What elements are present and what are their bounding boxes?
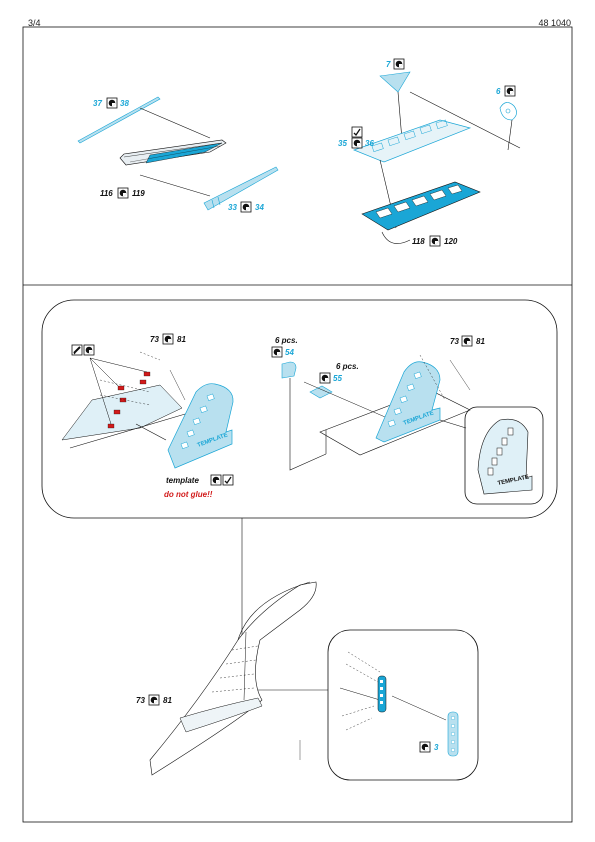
callout-33: 33 (228, 203, 237, 212)
etch-part-icon (419, 741, 431, 753)
template-part-zoom: TEMPLATE (477, 418, 533, 495)
detail-zoom-inset-bottom (327, 629, 479, 781)
qty-55: 6 pcs. (336, 362, 359, 371)
callout-6: 6 (496, 87, 501, 96)
callout-73-right: 73 (450, 337, 459, 346)
etch-part-icon (210, 474, 222, 486)
part-55-shape (309, 385, 333, 399)
callout-37: 37 (93, 99, 102, 108)
callout-116: 116 (100, 189, 113, 198)
etch-part-icon (393, 58, 405, 70)
callout-81-left: 81 (177, 335, 186, 344)
template-part-left: TEMPLATE (167, 383, 234, 469)
callout-7: 7 (386, 60, 391, 69)
etch-part-icon (461, 335, 473, 347)
callout-119: 119 (132, 189, 145, 198)
callout-36: 36 (365, 139, 374, 148)
callout-118: 118 (412, 237, 425, 246)
callout-81-bottom: 81 (163, 696, 172, 705)
catalog-number: 48 1040 (538, 18, 571, 28)
etch-part-icon (429, 235, 441, 247)
fuselage-fin-assembly (149, 581, 328, 776)
callout-38: 38 (120, 99, 129, 108)
callout-54: 54 (285, 348, 294, 357)
etch-part-icon (271, 346, 283, 358)
do-not-glue-warning: do not glue!! (164, 490, 213, 499)
etch-part-icon (117, 187, 129, 199)
vertical-fin-right: TEMPLATE (289, 354, 471, 471)
part-54-shape (281, 361, 297, 379)
callout-73-bottom: 73 (136, 696, 145, 705)
bottom-inset-content (339, 651, 459, 757)
callout-3: 3 (434, 743, 439, 752)
fold-icon (222, 474, 234, 486)
paint-brush-icon (71, 344, 83, 356)
etch-part-icon (83, 344, 95, 356)
etch-part-icon (319, 372, 331, 384)
callout-34: 34 (255, 203, 264, 212)
top-right-assembly (353, 71, 521, 244)
vertical-fin-left (61, 351, 193, 449)
qty-54: 6 pcs. (275, 336, 298, 345)
etch-part-icon (148, 694, 160, 706)
etch-part-icon (106, 97, 118, 109)
etch-part-icon (504, 85, 516, 97)
detail-panel-rounded (41, 299, 558, 519)
top-left-assembly (77, 96, 279, 211)
callout-55: 55 (333, 374, 342, 383)
etch-part-icon (162, 333, 174, 345)
page-frame (22, 26, 573, 823)
callout-35: 35 (338, 139, 347, 148)
callout-120: 120 (444, 237, 458, 246)
template-label: template (166, 476, 199, 485)
etch-part-icon (240, 201, 252, 213)
callout-81-right: 81 (476, 337, 485, 346)
template-zoom-inset (464, 406, 544, 505)
etch-part-icon (351, 137, 363, 149)
page-number: 3/4 (28, 18, 41, 28)
callout-73-left: 73 (150, 335, 159, 344)
fold-icon (351, 126, 363, 138)
